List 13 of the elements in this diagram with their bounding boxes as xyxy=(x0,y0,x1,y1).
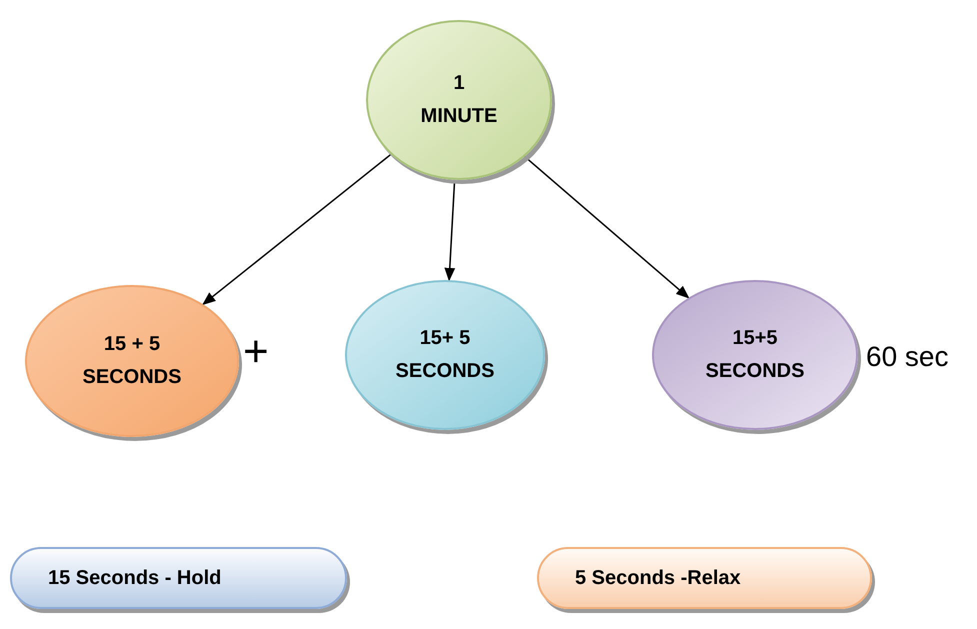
node-text: 15+5 xyxy=(732,326,778,351)
node-text: 15 Seconds - Hold xyxy=(48,566,222,590)
node-text: 15+ 5 xyxy=(420,326,470,351)
node-text: 1 xyxy=(453,71,465,96)
node-text: SECONDS xyxy=(706,359,804,384)
node-text: SECONDS xyxy=(396,359,494,384)
node-text: SECONDS xyxy=(82,365,182,390)
duration-label: 60 sec xyxy=(866,343,948,371)
node-text: 15 + 5 xyxy=(104,332,160,357)
arrow xyxy=(202,154,392,306)
plus-sign: + xyxy=(243,330,269,374)
node-text: 5 Seconds -Relax xyxy=(575,566,741,590)
node-text: MINUTE xyxy=(420,104,498,129)
